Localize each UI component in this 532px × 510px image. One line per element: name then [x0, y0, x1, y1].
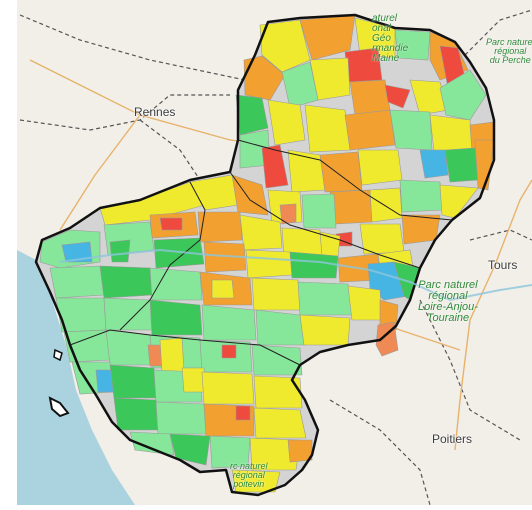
map-frame-left: [0, 0, 17, 510]
park-label-line: Maine: [372, 53, 400, 64]
atlantic-ocean: [17, 250, 135, 505]
park-label-line: régional: [232, 470, 265, 480]
park-label-line: aturel: [372, 13, 398, 24]
park-label-line: onal: [372, 23, 391, 34]
park-label-line: rc naturel: [230, 461, 268, 471]
department-borders: [19, 9, 532, 506]
park-label-normandie-maine: aturel onal Géo rmandie Maine: [372, 14, 408, 64]
park-label-line: rmandie: [372, 43, 409, 54]
water-zones: [39, 14, 495, 493]
city-label-poitiers: Poitiers: [432, 432, 473, 446]
park-label-line: poitevin: [233, 479, 265, 489]
island-noirmoutier: [53, 348, 63, 362]
park-label-line: régional: [428, 290, 468, 302]
park-label-line: Loire-Anjou-: [418, 301, 478, 313]
city-label-rennes: Rennes: [134, 105, 176, 119]
park-label-line: Parc naturel: [418, 279, 478, 291]
loire-river: [59, 248, 532, 302]
park-label-perche: Parc naturel régional du Perche: [486, 38, 532, 65]
park-label-line: Géo: [372, 33, 391, 44]
park-label-line: Touraine: [426, 312, 470, 324]
park-label-line: du Perche: [489, 55, 531, 65]
park-label-line: Parc naturel: [486, 37, 532, 47]
island-yeu: [48, 396, 70, 418]
park-label-loire-anjou-touraine: Parc naturel régional Loire-Anjou- Toura…: [418, 280, 478, 324]
park-label-line: régional: [494, 46, 527, 56]
park-label-marais-poitevin: rc naturel régional poitevin: [230, 462, 268, 489]
city-label-tours: Tours: [488, 258, 518, 272]
map-frame-bottom: [0, 505, 532, 510]
region-outline: [34, 13, 496, 497]
